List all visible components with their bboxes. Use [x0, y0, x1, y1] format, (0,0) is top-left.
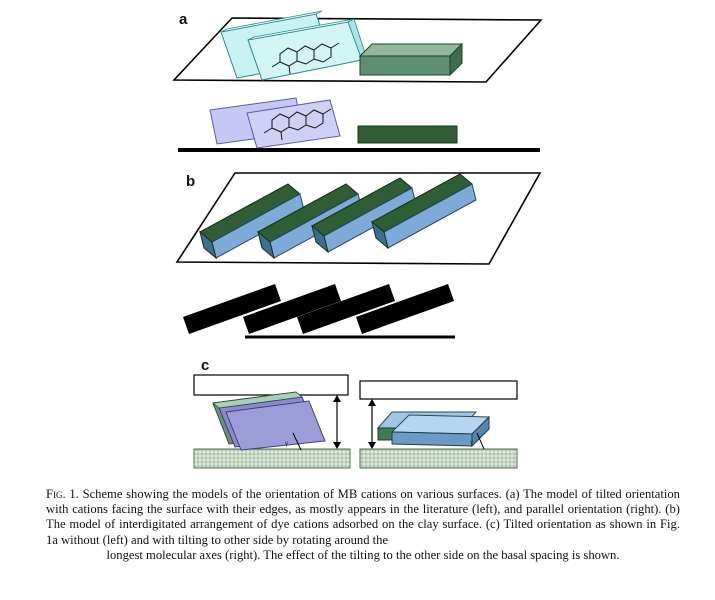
caption-label: Fig. 1. [46, 487, 79, 501]
panel-label-c: c [201, 357, 209, 374]
interdigitated-cation [311, 177, 417, 254]
arrowhead-icon [333, 395, 341, 402]
arrowhead-icon [333, 442, 341, 449]
black-cation [356, 284, 454, 334]
black-cation [243, 284, 341, 334]
clay-layer-right [359, 448, 518, 469]
panel-label-a: a [179, 11, 188, 28]
molecule-structure-icon [271, 42, 340, 75]
interdigitated-cation [199, 183, 305, 260]
panel-label-b: b [186, 173, 195, 190]
caption-body: Scheme showing the models of the orienta… [46, 487, 680, 547]
black-cation [183, 284, 281, 334]
figure-caption: Fig. 1. Scheme showing the models of the… [46, 487, 680, 563]
tilted-cation-lavender-front [246, 99, 341, 149]
interdigitated-cation [371, 173, 477, 250]
tilted-cation-stack-left [212, 391, 326, 451]
tilt-angle-arrow-right [476, 432, 485, 450]
upper-clay-layer-right [359, 380, 518, 400]
gamma-label-left: γ [284, 439, 288, 447]
parallel-cation-green [358, 42, 464, 77]
arrowhead-icon [368, 442, 376, 449]
parallel-cation-side [357, 125, 458, 144]
caption-last-line: longest molecular axes (right). The effe… [106, 547, 620, 562]
tilt-angle-arrow-left [292, 432, 302, 451]
interdigitated-cations [199, 173, 477, 260]
upper-clay-layer-left [193, 374, 349, 396]
figure-scheme: a b [172, 10, 543, 469]
molecule-structure-icon [263, 108, 332, 141]
arrowhead-icon [368, 399, 376, 406]
tilted-cation-cyan-front [247, 18, 367, 81]
gamma-label-right: γ [469, 438, 473, 446]
clay-layer-left [193, 448, 351, 469]
tilted-cation-stack-right [376, 411, 491, 448]
black-cation [297, 284, 395, 334]
